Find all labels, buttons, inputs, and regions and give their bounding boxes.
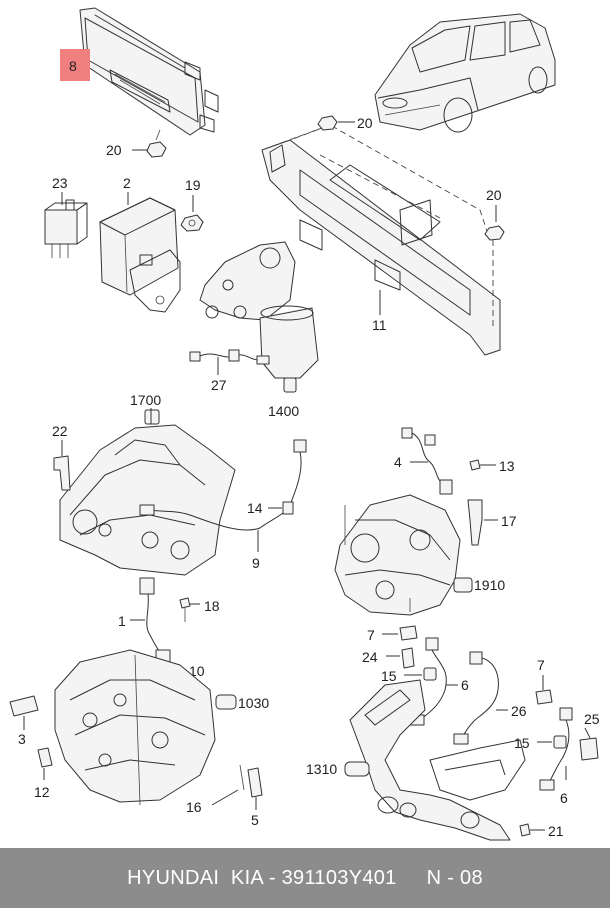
callout-20-top: 20 bbox=[357, 115, 373, 131]
callout-5: 5 bbox=[251, 812, 259, 828]
callout-8: 8 bbox=[69, 58, 77, 74]
callout-15-upper: 15 bbox=[381, 668, 397, 684]
bracket-25-drawing bbox=[579, 727, 599, 761]
oxygen-sensor-6-front-drawing bbox=[409, 637, 458, 726]
footer-part-number: HYUNDAI KIA - 391103Y401 bbox=[127, 866, 397, 889]
sensor-27-drawing bbox=[189, 349, 270, 375]
sensor-1-drawing bbox=[130, 577, 171, 663]
callout-1700: 1700 bbox=[130, 392, 161, 408]
engine-block-drawing bbox=[54, 649, 216, 806]
part-8-highlight bbox=[60, 49, 90, 81]
sensor-12-drawing bbox=[37, 747, 53, 780]
bracket-11-drawing bbox=[261, 124, 501, 356]
callout-7-lower: 7 bbox=[537, 657, 545, 673]
footer-bar: HYUNDAI KIA - 391103Y401 N - 08 bbox=[0, 848, 610, 908]
nut-20-top-drawing bbox=[317, 115, 355, 131]
canister-1400-drawing bbox=[259, 305, 319, 393]
callout-20-right: 20 bbox=[486, 187, 502, 203]
nut-20-left-drawing bbox=[132, 129, 167, 158]
callout-22: 22 bbox=[52, 423, 68, 439]
callout-6-rear: 6 bbox=[560, 790, 568, 806]
callout-17: 17 bbox=[501, 513, 517, 529]
callout-1400: 1400 bbox=[268, 403, 299, 419]
transaxle-left-drawing bbox=[59, 408, 236, 576]
oxygen-sensor-6-rear-drawing bbox=[539, 707, 573, 791]
callout-12: 12 bbox=[34, 784, 50, 800]
sensor-5-drawing bbox=[247, 767, 263, 810]
sensor-3-drawing bbox=[9, 695, 39, 730]
callout-1: 1 bbox=[118, 613, 126, 629]
harness-9-drawing bbox=[139, 439, 307, 552]
callout-1030: 1030 bbox=[238, 695, 269, 711]
control-module-2-drawing bbox=[99, 192, 181, 313]
callout-10: 10 bbox=[189, 663, 205, 679]
clip-7-upper-drawing bbox=[382, 625, 418, 641]
footer-page-number: N - 08 bbox=[426, 866, 483, 889]
bolt-13-drawing bbox=[469, 459, 496, 471]
callout-18: 18 bbox=[204, 598, 220, 614]
sensor-4-drawing bbox=[401, 427, 453, 495]
ecu-module-drawing bbox=[79, 7, 219, 136]
bolt-21-drawing bbox=[519, 823, 545, 837]
callout-1310: 1310 bbox=[306, 761, 337, 777]
callout-2: 2 bbox=[123, 175, 131, 191]
callout-7-upper: 7 bbox=[367, 627, 375, 643]
oxygen-sensor-26-drawing bbox=[453, 651, 508, 745]
sensor-15-upper-drawing bbox=[404, 667, 437, 681]
nut-19-drawing bbox=[180, 195, 204, 232]
callout-19: 19 bbox=[185, 177, 201, 193]
gasket-1310-drawing bbox=[344, 761, 370, 777]
mount-bracket-drawing bbox=[199, 241, 296, 321]
sensor-1910-drawing bbox=[453, 577, 473, 593]
clip-7-lower-drawing bbox=[535, 675, 553, 705]
callout-6-front: 6 bbox=[461, 677, 469, 693]
callout-20-left: 20 bbox=[106, 142, 122, 158]
exhaust-manifold-drawing bbox=[349, 679, 526, 841]
vehicle-illustration bbox=[374, 13, 556, 133]
callout-21: 21 bbox=[548, 823, 564, 839]
callout-13: 13 bbox=[499, 458, 515, 474]
callout-9: 9 bbox=[252, 555, 260, 571]
bolt-18-drawing bbox=[179, 597, 200, 622]
callout-27: 27 bbox=[211, 377, 227, 393]
bolt-16-drawing bbox=[211, 764, 245, 806]
relay-23-drawing bbox=[44, 192, 88, 258]
nut-20-right-drawing bbox=[484, 205, 505, 241]
sensor-15-lower-drawing bbox=[537, 735, 567, 749]
callout-14: 14 bbox=[247, 500, 263, 516]
callout-25: 25 bbox=[584, 711, 600, 727]
clip-17-drawing bbox=[467, 499, 498, 546]
callout-4: 4 bbox=[394, 454, 402, 470]
callout-16: 16 bbox=[186, 799, 202, 815]
transmission-right-drawing bbox=[334, 494, 461, 616]
callout-26: 26 bbox=[511, 703, 527, 719]
callout-15-lower: 15 bbox=[514, 735, 530, 751]
sensor-1030-drawing bbox=[215, 694, 237, 710]
bracket-22-drawing bbox=[53, 440, 71, 491]
callout-1910: 1910 bbox=[474, 577, 505, 593]
parts-diagram: 8 20 20 20 1 bbox=[9, 7, 600, 841]
callout-3: 3 bbox=[18, 731, 26, 747]
callout-23: 23 bbox=[52, 175, 68, 191]
callout-11: 11 bbox=[372, 317, 387, 333]
bracket-24-drawing bbox=[386, 647, 415, 669]
callout-24: 24 bbox=[362, 649, 378, 665]
